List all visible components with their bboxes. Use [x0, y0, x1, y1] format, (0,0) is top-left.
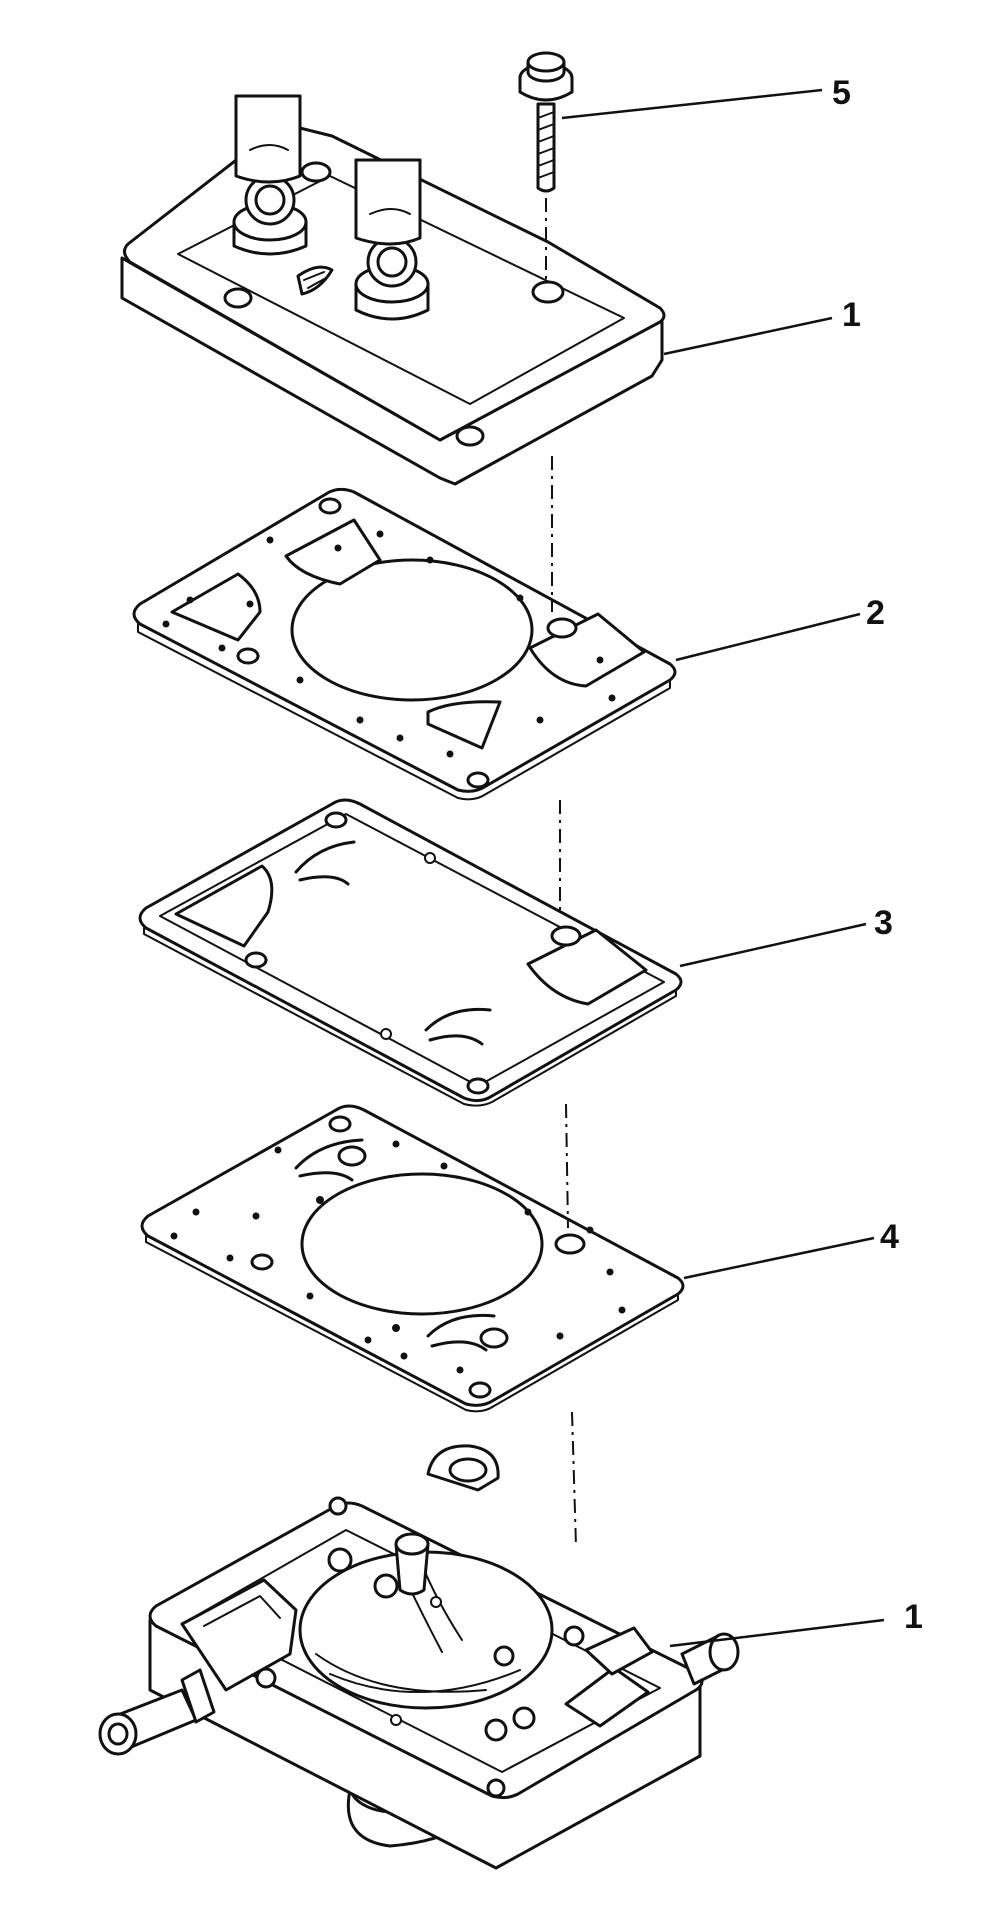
leader-gasket [675, 612, 861, 662]
leader-lower-gasket [683, 1236, 875, 1280]
leader-top-cover [663, 316, 833, 356]
leader-pump-body [669, 1618, 885, 1648]
callout-label-pump-body: 1 [904, 1598, 923, 1636]
pump-body [98, 1444, 740, 1870]
leader-screw [561, 88, 823, 120]
leader-lines [561, 88, 885, 1648]
diaphragm [138, 798, 683, 1107]
lower-gasket-texture [170, 1140, 626, 1374]
gasket-texture [162, 530, 616, 758]
screw [518, 51, 574, 193]
callout-label-lower-gasket: 4 [880, 1218, 899, 1256]
alignment-axis [545, 198, 577, 1547]
callout-label-diaphragm: 3 [874, 904, 893, 942]
callout-label-gasket: 2 [866, 594, 885, 632]
callout-label-screw: 5 [832, 74, 851, 112]
top-cover [120, 94, 666, 486]
lower-gasket [140, 1104, 685, 1413]
callout-label-top-cover: 1 [842, 296, 861, 334]
leader-diaphragm [679, 922, 867, 968]
gasket [132, 487, 677, 801]
callout-labels: 5 1 2 3 4 1 [832, 74, 923, 1636]
